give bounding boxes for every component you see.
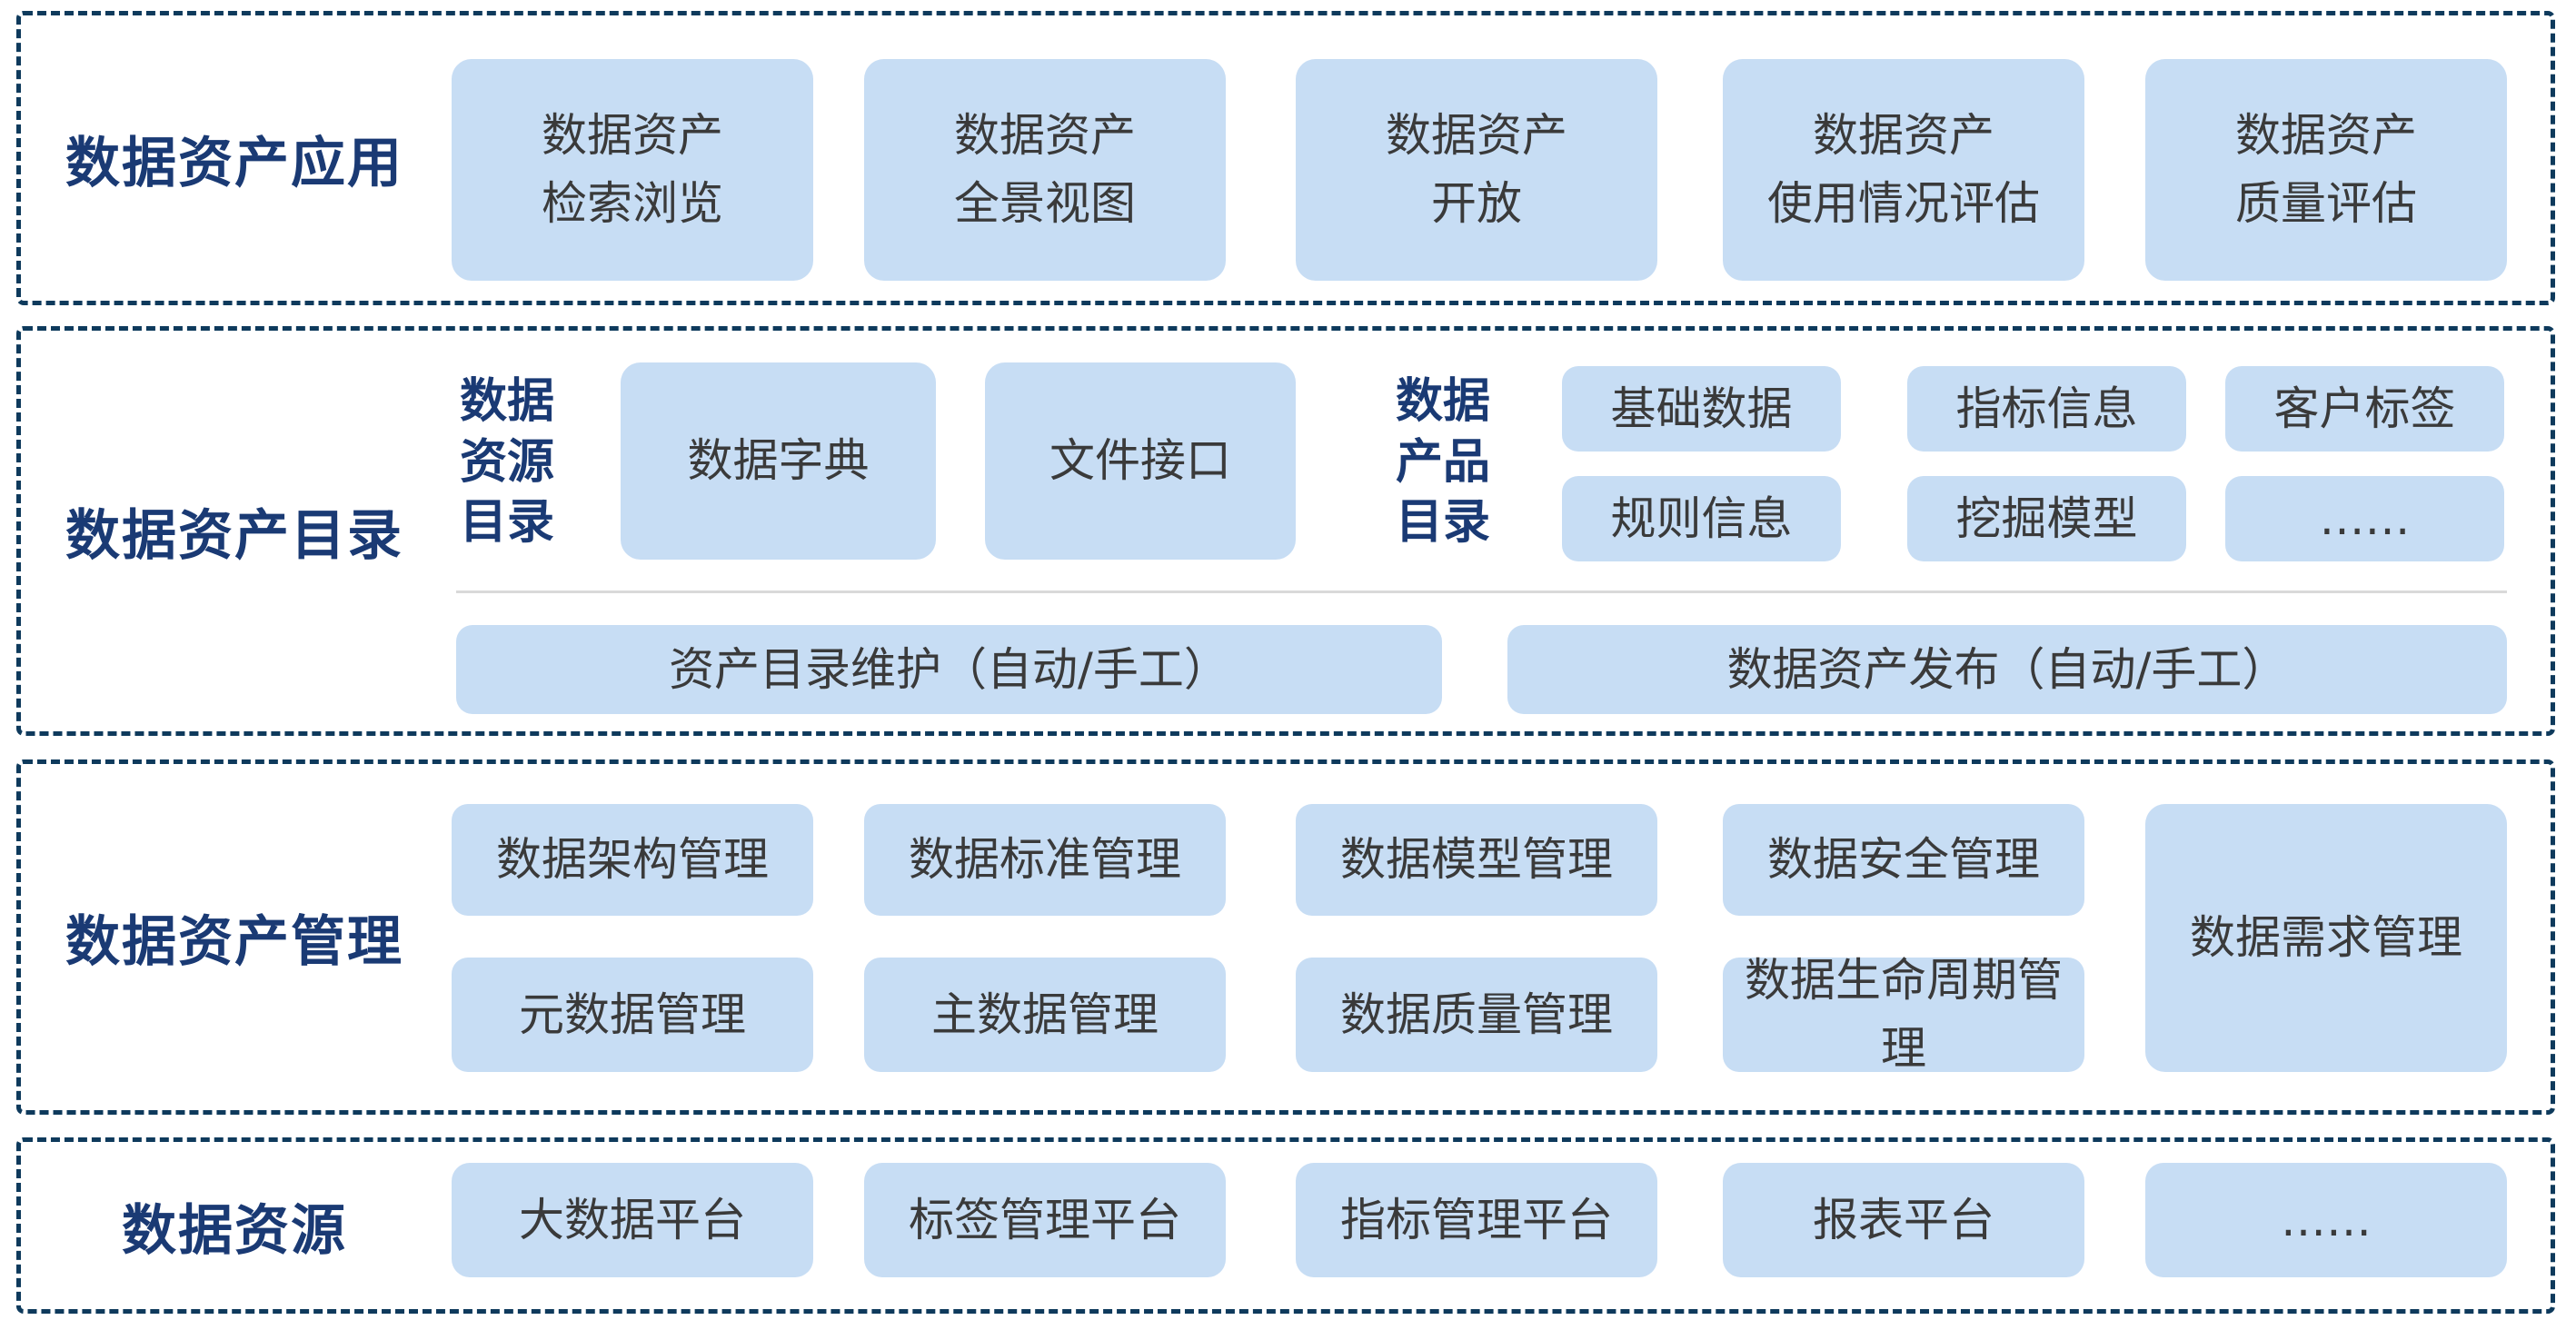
box-data-asset-panorama-view: 数据资产 全景视图 — [864, 59, 1226, 281]
box-indicator-info: 指标信息 — [1907, 366, 2186, 452]
box-product-ellipsis: …… — [2225, 476, 2504, 561]
box-bigdata-platform: 大数据平台 — [452, 1163, 813, 1277]
box-data-standard-mgmt: 数据标准管理 — [864, 804, 1226, 916]
label-data-product-catalog: 数据 产品 目录 — [1395, 374, 1490, 551]
section-data-asset-catalog: 数据资产目录 数据 资源 目录 数据字典 文件接口 数据 产品 目录 基础数据 … — [16, 326, 2555, 736]
label-data-resource-catalog: 数据 资源 目录 — [459, 374, 554, 551]
box-data-lifecycle-mgmt: 数据生命周期管理 — [1723, 954, 2084, 1075]
section-data-asset-application: 数据资产应用 数据资产 检索浏览 数据资产 全景视图 数据资产 开放 数据资产 … — [16, 11, 2555, 305]
box-mining-model: 挖掘模型 — [1907, 476, 2186, 561]
box-catalog-maintenance: 资产目录维护（自动/手工） — [456, 625, 1442, 714]
box-data-demand-mgmt: 数据需求管理 — [2145, 804, 2507, 1072]
box-tag-mgmt-platform: 标签管理平台 — [864, 1163, 1226, 1277]
box-file-interface: 文件接口 — [985, 362, 1296, 560]
box-resource-ellipsis: …… — [2145, 1163, 2507, 1277]
section-label-data-asset-catalog: 数据资产目录 — [65, 504, 403, 568]
section-data-asset-management: 数据资产管理 数据架构管理 数据标准管理 数据模型管理 数据安全管理 元数据管理… — [16, 759, 2555, 1115]
box-data-asset-open: 数据资产 开放 — [1296, 59, 1657, 281]
box-indicator-mgmt-platform: 指标管理平台 — [1296, 1163, 1657, 1277]
section-data-resources: 数据资源 大数据平台 标签管理平台 指标管理平台 报表平台 …… — [16, 1137, 2555, 1314]
box-data-asset-search-browse: 数据资产 检索浏览 — [452, 59, 813, 281]
box-data-asset-usage-evaluation: 数据资产 使用情况评估 — [1723, 59, 2084, 281]
section-label-data-resources: 数据资源 — [122, 1198, 347, 1263]
box-customer-tags: 客户标签 — [2225, 366, 2504, 452]
catalog-divider — [456, 591, 2507, 593]
box-data-security-mgmt: 数据安全管理 — [1723, 804, 2084, 916]
box-report-platform: 报表平台 — [1723, 1163, 2084, 1277]
box-basic-data: 基础数据 — [1562, 366, 1841, 452]
box-data-asset-publish: 数据资产发布（自动/手工） — [1507, 625, 2507, 714]
section-label-data-asset-application: 数据资产应用 — [65, 131, 403, 195]
box-master-data-mgmt: 主数据管理 — [864, 958, 1226, 1072]
box-rule-info: 规则信息 — [1562, 476, 1841, 561]
box-data-quality-mgmt: 数据质量管理 — [1296, 958, 1657, 1072]
box-metadata-mgmt: 元数据管理 — [452, 958, 813, 1072]
section-label-data-asset-management: 数据资产管理 — [65, 910, 403, 974]
box-data-model-mgmt: 数据模型管理 — [1296, 804, 1657, 916]
box-data-dictionary: 数据字典 — [621, 362, 936, 560]
box-data-asset-quality-evaluation: 数据资产 质量评估 — [2145, 59, 2507, 281]
box-data-architecture-mgmt: 数据架构管理 — [452, 804, 813, 916]
